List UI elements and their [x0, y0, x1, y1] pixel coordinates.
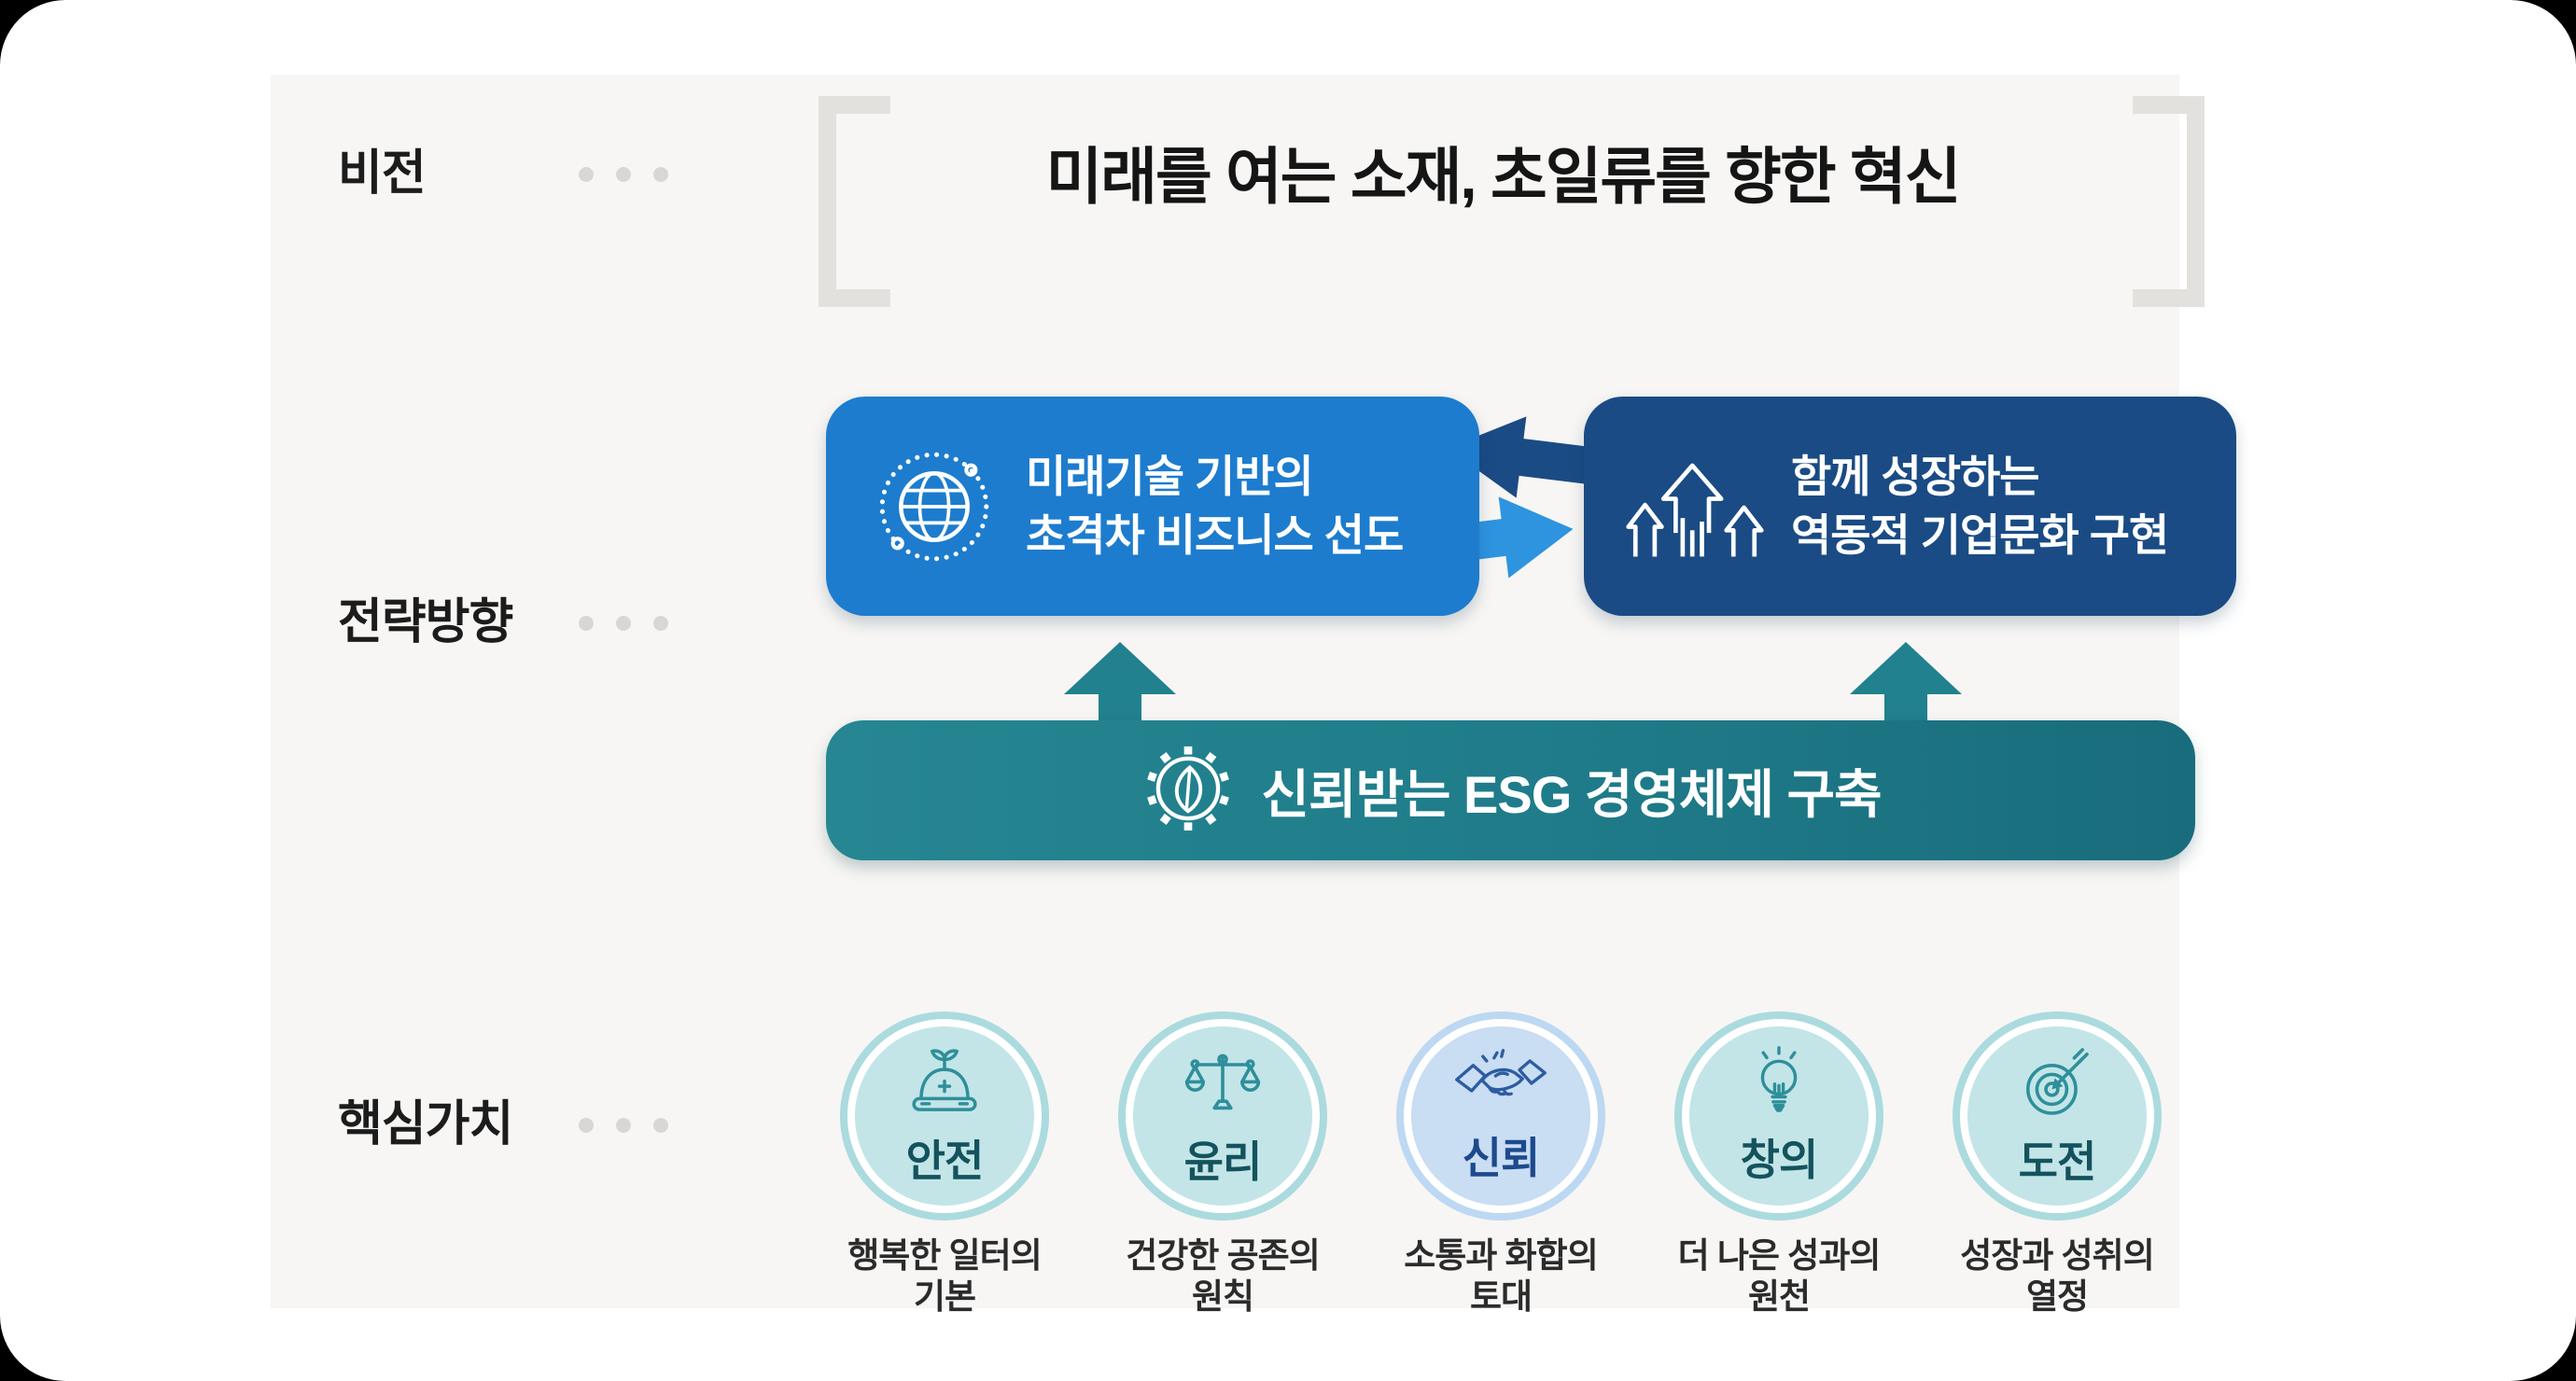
value-item-ethics: 윤리 건강한 공존의 원칙: [1083, 1011, 1363, 1318]
value-item-challenge: 도전 성장과 성취의 열정: [1917, 1011, 2197, 1318]
value-circle: 창의: [1689, 1026, 1869, 1206]
value-ring: 안전: [840, 1011, 1049, 1221]
strategy-box-culture-line1: 함께 성장하는: [1791, 451, 2040, 501]
value-desc-line2: 토대: [1469, 1277, 1533, 1317]
value-ring: 윤리: [1118, 1011, 1327, 1221]
value-circle: 윤리: [1133, 1026, 1312, 1206]
value-word: 윤리: [1183, 1137, 1263, 1186]
esg-bar-label: 신뢰받는 ESG 경영체제 구축: [1261, 764, 1882, 824]
right-bracket-icon: [2133, 96, 2205, 307]
balance-scale-icon: [1182, 1042, 1264, 1124]
value-circle: 신뢰: [1411, 1026, 1590, 1206]
strategy-ellipsis-dots: [579, 616, 668, 631]
lightbulb-icon: [1740, 1044, 1818, 1123]
value-word: 도전: [2018, 1137, 2097, 1186]
safety-helmet-sprout-icon: [904, 1043, 985, 1123]
value-description: 성장과 성취의 열정: [1960, 1235, 2155, 1318]
target-arrow-icon: [2016, 1042, 2098, 1124]
esg-up-arrows-icon: [1064, 642, 1962, 730]
value-desc-line1: 더 나은 성과의: [1677, 1236, 1882, 1275]
value-description: 건강한 공존의 원칙: [1126, 1235, 1321, 1318]
value-desc-line1: 성장과 성취의: [1960, 1236, 2155, 1275]
strategy-row-label: 전략방향: [338, 595, 513, 649]
strategy-box-business-line2: 초격차 비즈니스 선도: [1026, 509, 1404, 560]
value-circle: 안전: [855, 1026, 1034, 1206]
value-desc-line2: 원칙: [1191, 1277, 1254, 1317]
strategy-box-culture-line2: 역동적 기업문화 구현: [1791, 509, 2169, 560]
dot-icon: [579, 167, 594, 182]
value-ring: 도전: [1953, 1011, 2162, 1221]
esg-bar: 신뢰받는 ESG 경영체제 구축: [826, 720, 2195, 860]
dot-icon: [653, 1118, 668, 1133]
dot-icon: [616, 167, 631, 182]
value-item-trust: 신뢰 소통과 화합의 토대: [1361, 1011, 1641, 1318]
value-item-creativity: 창의 더 나은 성과의 원천: [1639, 1011, 1919, 1318]
value-ring: 창의: [1674, 1011, 1883, 1221]
value-desc-line2: 원천: [1747, 1277, 1811, 1317]
vision-title: 미래를 여는 소재, 초일류를 향한 혁신: [1045, 142, 1962, 211]
value-desc-line1: 건강한 공존의: [1126, 1236, 1321, 1275]
value-circle: 도전: [1967, 1026, 2147, 1206]
vision-ellipsis-dots: [579, 167, 668, 182]
handshake-icon: [1452, 1046, 1549, 1121]
strategy-box-business-line1: 미래기술 기반의: [1026, 451, 1314, 501]
dot-icon: [616, 616, 631, 631]
globe-icon: [875, 447, 994, 566]
dot-icon: [579, 1118, 594, 1133]
value-desc-line1: 소통과 화합의: [1404, 1236, 1599, 1275]
core-values-ellipsis-dots: [579, 1118, 668, 1133]
growth-arrows-icon: [1625, 450, 1765, 564]
dot-icon: [616, 1118, 631, 1133]
dot-icon: [653, 167, 668, 182]
value-item-safety: 안전 행복한 일터의 기본: [805, 1011, 1085, 1318]
dot-icon: [653, 616, 668, 631]
value-word: 창의: [1740, 1136, 1819, 1184]
value-description: 소통과 화합의 토대: [1404, 1235, 1599, 1318]
value-desc-line2: 열정: [2025, 1277, 2089, 1317]
dot-icon: [579, 616, 594, 631]
left-bracket-icon: [819, 96, 890, 307]
strategy-box-culture: 함께 성장하는 역동적 기업문화 구현: [1584, 397, 2236, 616]
core-values-row-label: 핵심가치: [338, 1097, 513, 1151]
gear-leaf-icon: [1140, 740, 1237, 842]
vision-row-label: 비전: [338, 146, 427, 201]
value-desc-line1: 행복한 일터의: [847, 1236, 1043, 1275]
value-word: 안전: [905, 1137, 985, 1185]
value-description: 더 나은 성과의 원천: [1677, 1235, 1882, 1318]
strategy-box-culture-text: 함께 성장하는 역동적 기업문화 구현: [1791, 448, 2169, 565]
strategy-box-business: 미래기술 기반의 초격차 비즈니스 선도: [826, 397, 1479, 616]
strategy-box-business-text: 미래기술 기반의 초격차 비즈니스 선도: [1026, 448, 1404, 565]
value-description: 행복한 일터의 기본: [847, 1235, 1043, 1318]
value-desc-line2: 기본: [913, 1277, 976, 1317]
value-word: 신뢰: [1462, 1134, 1541, 1182]
value-ring: 신뢰: [1396, 1011, 1605, 1221]
